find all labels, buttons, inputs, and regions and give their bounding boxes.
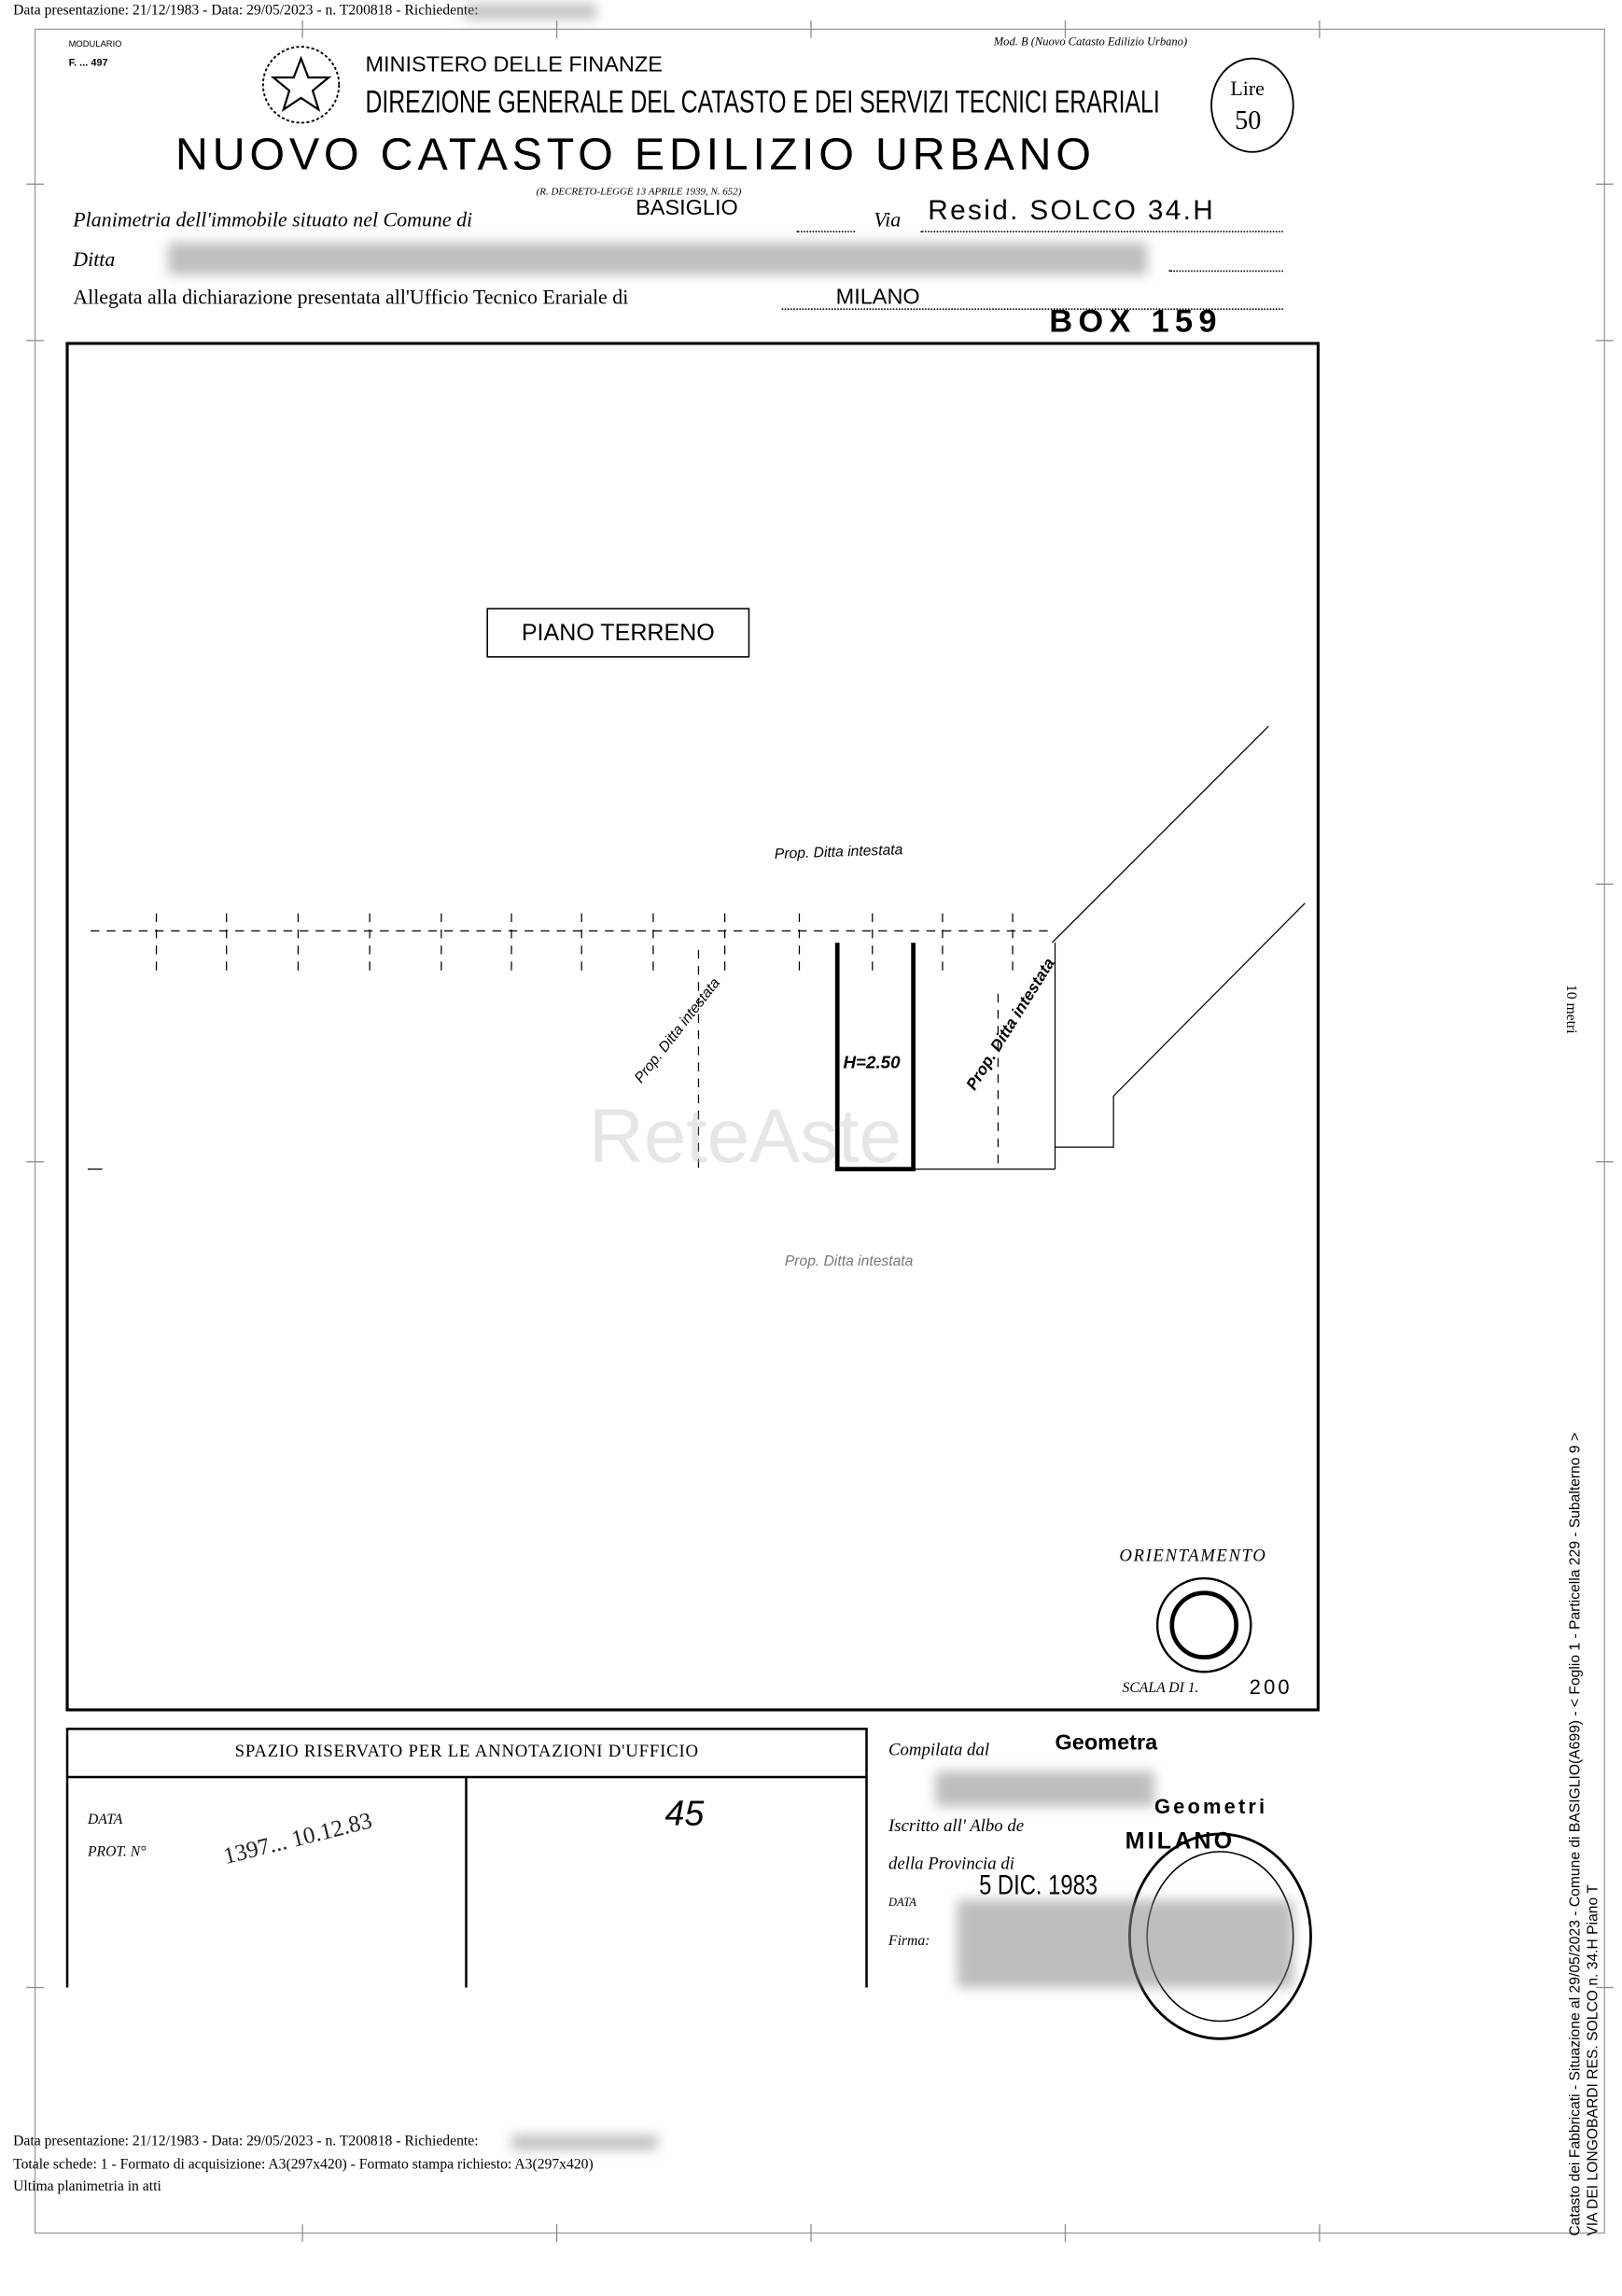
scale-value: 200 [1249, 1674, 1293, 1699]
drawing-frame [65, 342, 1320, 1712]
watermark: ReteAste [589, 1094, 902, 1180]
office-number: 45 [664, 1794, 705, 1835]
floor-plan [87, 725, 1306, 1171]
redacted-signature [957, 1899, 1293, 1988]
form-code: F. ... 497 [68, 58, 108, 69]
side-line-1: Catasto dei Fabbricati - Situazione al 2… [1568, 1432, 1585, 2236]
republic-emblem [261, 46, 341, 124]
ministry-title: MINISTERO DELLE FINANZE [365, 52, 663, 77]
province-label: della Provincia di [888, 1853, 1014, 1874]
signature-label: Firma: [888, 1933, 930, 1950]
scale-bar-label: 10 metri [1562, 984, 1579, 1034]
redacted-surveyor-name [935, 1771, 1154, 1807]
ditta-label: Ditta [73, 249, 116, 273]
side-cadastral-info: Catasto dei Fabbricati - Situazione al 2… [1568, 1433, 1603, 2236]
floor-label: PIANO TERRENO [486, 608, 750, 658]
orientation-label: ORIENTAMENTO [1119, 1545, 1267, 1565]
comune-value: BASIGLIO [636, 195, 738, 221]
stamp-duty-value: 50 [1235, 105, 1262, 135]
north-compass-icon [1155, 1576, 1252, 1673]
register-label: Iscritto all' Albo de [888, 1814, 1025, 1836]
decree-reference: (R. DECRETO-LEGGE 13 APRILE 1939, N. 652… [536, 185, 742, 198]
allegata-value: MILANO [835, 285, 920, 310]
side-line-2: VIA DEI LONGOBARDI RES. SOLCO n. 34.H Pi… [1585, 1884, 1602, 2236]
register-value: Geometri [1154, 1794, 1268, 1818]
stamp-duty-label: Lire [1230, 78, 1265, 102]
office-prot-label: PROT. N° [87, 1844, 147, 1861]
document-title: NUOVO CATASTO EDILIZIO URBANO [175, 128, 1096, 180]
province-value: MILANO [1125, 1829, 1236, 1855]
allegata-label: Allegata alla dichiarazione presentata a… [73, 287, 629, 310]
compiled-by-label: Compilata dal [888, 1739, 990, 1760]
header-info: Data presentazione: 21/12/1983 - Data: 2… [13, 3, 479, 20]
via-label: Via [874, 210, 902, 232]
compiled-by-value: Geometra [1055, 1729, 1158, 1756]
modulario-label: MODULARIO [68, 40, 122, 50]
stamp-duty-circle [1210, 57, 1294, 153]
redacted-requester [464, 4, 596, 20]
footer-line-2: Totale schede: 1 - Formato di acquisizio… [13, 2157, 594, 2174]
neighbor-label-bottom: Prop. Ditta intestata [784, 1253, 914, 1270]
comune-label: Planimetria dell'immobile situato nel Co… [73, 210, 473, 232]
office-header: SPAZIO RISERVATO PER LE ANNOTAZIONI D'UF… [234, 1740, 699, 1761]
footer-line-3: Ultima planimetria in atti [13, 2178, 161, 2195]
scale-label: SCALA DI 1. [1122, 1680, 1199, 1697]
direction-title: DIREZIONE GENERALE DEL CATASTO E DEI SER… [365, 83, 1160, 120]
room-height: H=2.50 [843, 1052, 901, 1073]
footer-line-1: Data presentazione: 21/12/1983 - Data: 2… [13, 2134, 479, 2150]
date-label: DATA [888, 1895, 916, 1909]
office-date-label: DATA [87, 1812, 123, 1828]
via-value: Resid. SOLCO 34.H [928, 195, 1216, 227]
redacted-requester-footer [511, 2135, 658, 2150]
model-label: Mod. B (Nuovo Catasto Edilizio Urbano) [993, 35, 1188, 49]
redacted-owner [168, 242, 1148, 275]
office-box [65, 1728, 868, 1988]
date-value: 5 DIC. 1983 [979, 1870, 1098, 1902]
box-number: BOX 159 [1049, 302, 1223, 340]
